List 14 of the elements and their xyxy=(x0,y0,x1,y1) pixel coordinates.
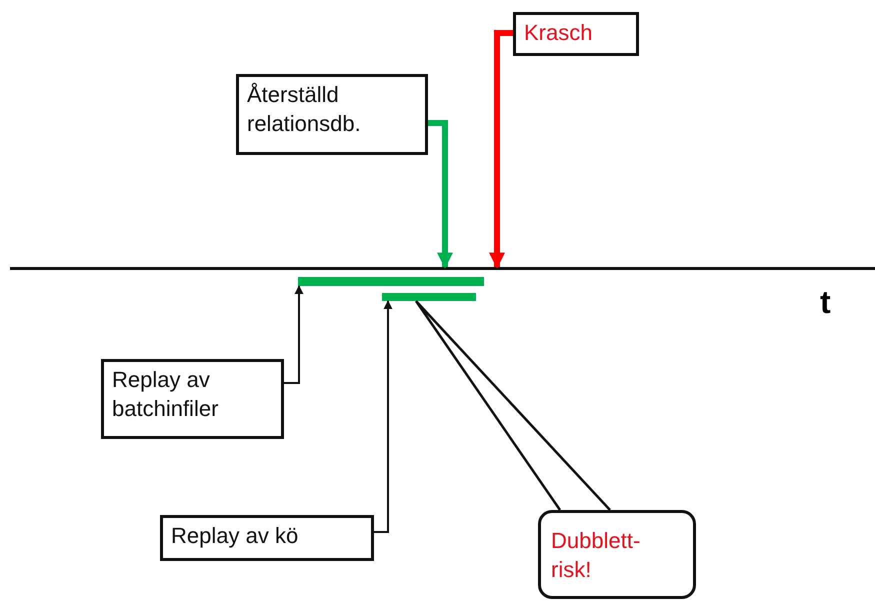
process-box: Replay av kö xyxy=(160,515,374,561)
event-box: Återställd relationsdb. xyxy=(236,74,428,155)
time-bar xyxy=(298,277,484,286)
arrow xyxy=(489,30,513,269)
callout-box: Dubblett- risk! xyxy=(538,510,696,599)
process-box: Replay av batchinfiler xyxy=(101,359,284,439)
arrow xyxy=(428,120,453,269)
arrow xyxy=(374,300,392,533)
time-bar xyxy=(382,293,476,301)
callout-tail xyxy=(414,300,612,512)
arrow xyxy=(284,285,304,384)
axis-label: t xyxy=(820,284,831,321)
timeline-axis xyxy=(10,267,875,270)
event-box: Krasch xyxy=(513,12,639,56)
